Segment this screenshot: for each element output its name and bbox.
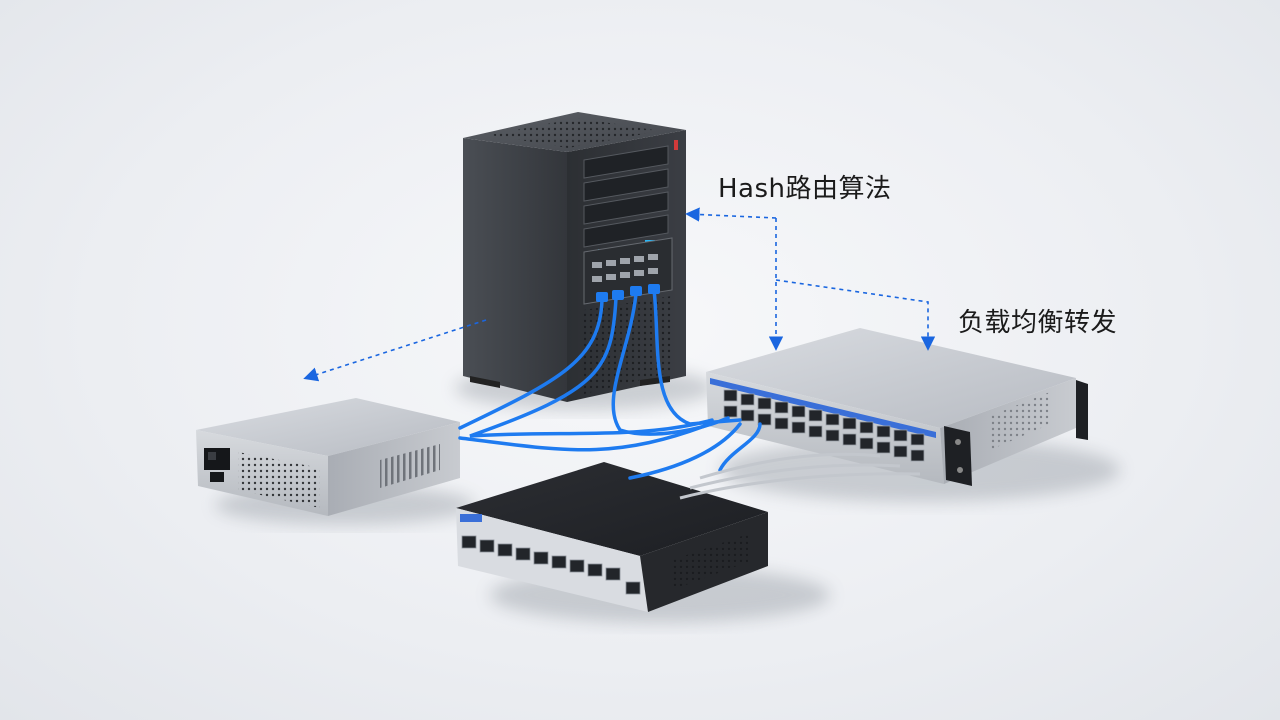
mini-storage-box-icon (196, 398, 460, 516)
flow-arrows (303, 207, 936, 382)
switch-ports (723, 389, 925, 462)
tower-server-icon (463, 112, 686, 402)
hash-routing-label: Hash路由算法 (718, 174, 892, 204)
desktop-switch-icon (456, 462, 768, 612)
rack-switch-icon (706, 328, 1088, 486)
grey-cables (679, 452, 921, 500)
load-balancing-label: 负载均衡转发 (958, 308, 1118, 338)
drive-bays (583, 145, 669, 248)
network-cables (458, 288, 762, 480)
